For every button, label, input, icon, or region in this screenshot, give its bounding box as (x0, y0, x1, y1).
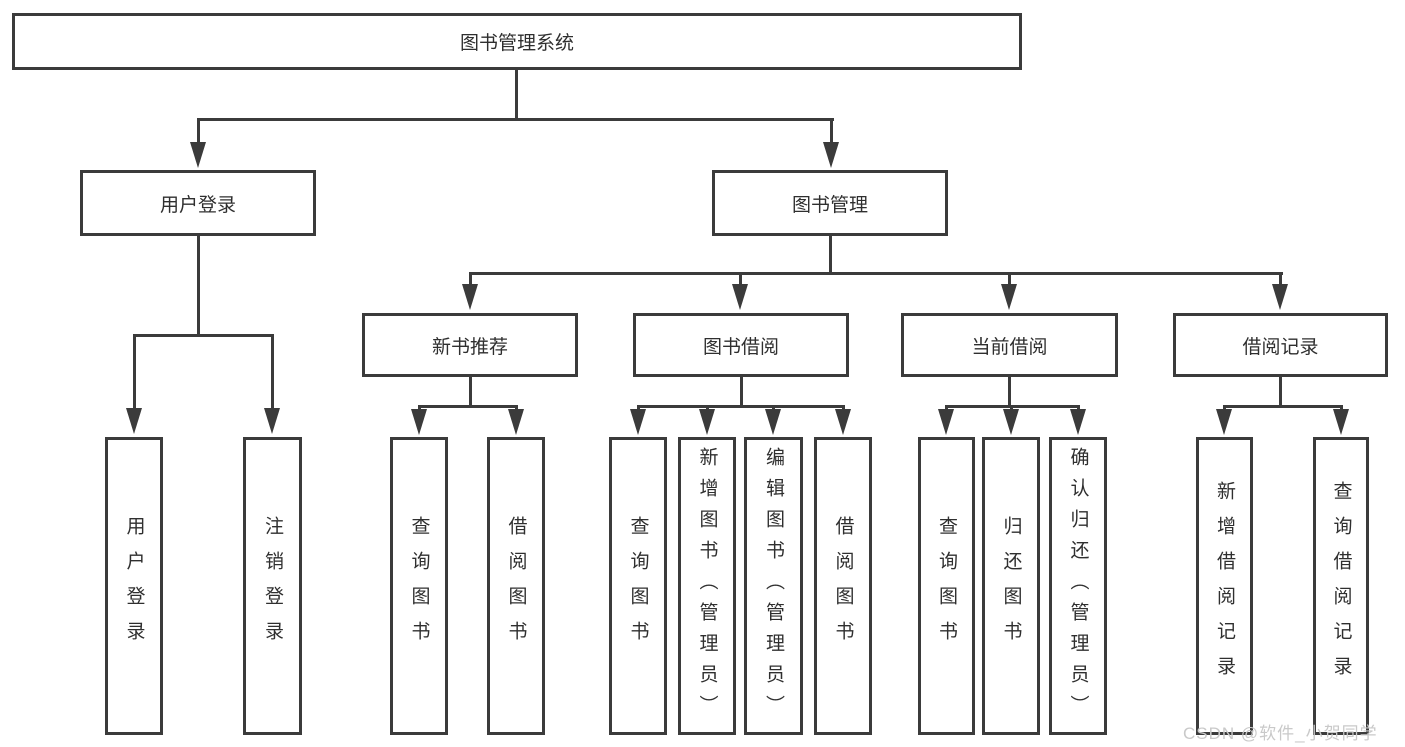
node-label: 图书管理系统 (459, 33, 574, 54)
connector-line (842, 405, 845, 412)
connector-line (1077, 405, 1080, 412)
connector-line (418, 405, 518, 408)
node-label: 查询图书 (936, 516, 957, 656)
node-label: 新增图书（管理员） (696, 446, 718, 726)
arrowhead (1272, 284, 1288, 310)
node-label: 当前借阅 (971, 336, 1048, 358)
connector-line (515, 70, 518, 120)
leaf-rec-query-book: 查询图书 (390, 437, 448, 735)
arrowhead (1070, 409, 1086, 435)
connector-line (1279, 272, 1282, 286)
arrowhead (1216, 409, 1232, 435)
node-label: 注销登录 (262, 516, 283, 656)
node-user-login: 用户登录 (80, 170, 316, 236)
leaf-rec-borrow-book: 借阅图书 (487, 437, 545, 735)
connector-line (1008, 272, 1011, 286)
connector-line (739, 272, 742, 286)
leaf-br-add-record: 新增借阅记录 (1196, 437, 1253, 735)
connector-line (706, 405, 709, 412)
connector-line (133, 334, 136, 410)
leaf-cb-return-book: 归还图书 (982, 437, 1040, 735)
leaf-bb-add-book-admin: 新增图书（管理员） (678, 437, 736, 735)
arrowhead (835, 409, 851, 435)
node-borrowing-records: 借阅记录 (1173, 313, 1388, 377)
arrowhead (1001, 284, 1017, 310)
node-label: 编辑图书（管理员） (763, 446, 784, 726)
connector-line (772, 405, 775, 412)
node-current-borrowing: 当前借阅 (901, 313, 1118, 377)
csdn-watermark: CSDN @软件_小贺同学 (1183, 724, 1378, 743)
arrowhead (264, 408, 280, 434)
connector-line (830, 118, 833, 144)
connector-line (469, 272, 1283, 275)
connector-line (637, 405, 845, 408)
connector-line (133, 334, 274, 337)
node-label: 查询图书 (408, 516, 430, 656)
connector-line (1010, 405, 1013, 412)
connector-line (197, 118, 834, 121)
connector-line (1340, 405, 1343, 412)
leaf-bb-borrow-book: 借阅图书 (814, 437, 872, 735)
leaf-user-login: 用户登录 (105, 437, 163, 735)
connector-line (515, 405, 518, 412)
leaf-logout: 注销登录 (243, 437, 302, 735)
connector-line (1279, 377, 1282, 408)
node-label: 确认归还（管理员） (1067, 446, 1089, 726)
node-new-book-recommend: 新书推荐 (362, 313, 578, 377)
node-label: 图书管理 (791, 194, 868, 216)
connector-line (271, 334, 274, 410)
connector-line (637, 405, 640, 412)
connector-line (469, 272, 472, 286)
leaf-bb-query-book: 查询图书 (609, 437, 667, 735)
leaf-cb-query-book: 查询图书 (918, 437, 975, 735)
connector-line (197, 236, 200, 336)
leaf-br-query-record: 查询借阅记录 (1313, 437, 1369, 735)
node-label: 借阅记录 (1242, 336, 1319, 358)
node-label: 图书借阅 (702, 336, 779, 358)
connector-line (1223, 405, 1226, 412)
node-label: 新增借阅记录 (1214, 481, 1235, 691)
leaf-bb-edit-book-admin: 编辑图书（管理员） (744, 437, 803, 735)
arrowhead (508, 409, 524, 435)
node-root: 图书管理系统 (12, 13, 1022, 70)
arrowhead (462, 284, 478, 310)
arrowhead (938, 409, 954, 435)
leaf-cb-confirm-return-admin: 确认归还（管理员） (1049, 437, 1107, 735)
arrowhead (190, 142, 206, 168)
node-label: 借阅图书 (505, 516, 527, 656)
arrowhead (411, 409, 427, 435)
arrowhead (630, 409, 646, 435)
node-book-management: 图书管理 (712, 170, 948, 236)
node-label: 用户登录 (123, 516, 145, 656)
arrowhead (699, 409, 715, 435)
connector-line (469, 377, 472, 408)
node-label: 用户登录 (159, 194, 236, 216)
connector-line (945, 405, 948, 412)
connector-line (829, 236, 832, 274)
arrowhead (823, 142, 839, 168)
node-label: 查询图书 (627, 516, 649, 656)
arrowhead (126, 408, 142, 434)
arrowhead (1003, 409, 1019, 435)
node-label: 查询借阅记录 (1330, 481, 1352, 691)
connector-line (1223, 405, 1343, 408)
arrowhead (765, 409, 781, 435)
connector-line (740, 377, 743, 408)
connector-line (1008, 377, 1011, 408)
connector-line (197, 118, 200, 144)
node-label: 归还图书 (1000, 516, 1022, 656)
arrowhead (732, 284, 748, 310)
connector-line (418, 405, 421, 412)
node-book-borrowing: 图书借阅 (633, 313, 849, 377)
node-label: 新书推荐 (431, 336, 508, 358)
arrowhead (1333, 409, 1349, 435)
node-label: 借阅图书 (832, 516, 854, 656)
